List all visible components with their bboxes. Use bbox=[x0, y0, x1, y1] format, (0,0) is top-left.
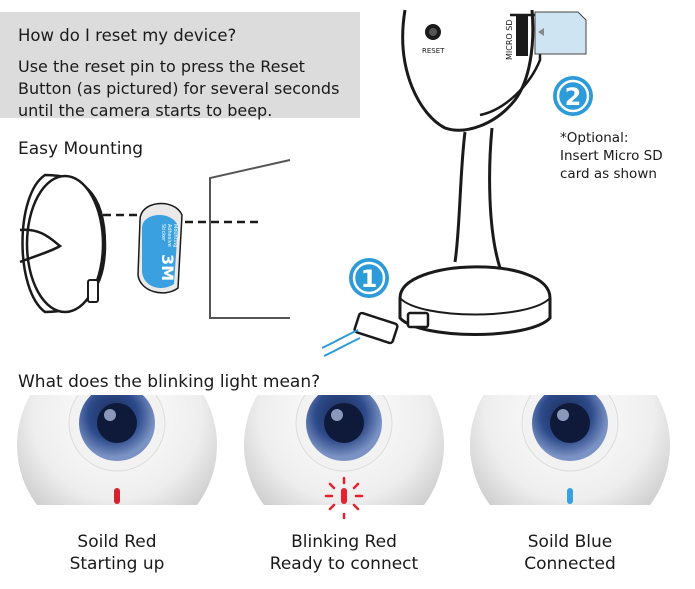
status-caption-blinking-red: Blinking Red Ready to connect bbox=[244, 531, 444, 575]
sd-slot-icon bbox=[516, 14, 528, 56]
reset-answer-line: Use the reset pin to press the Reset bbox=[18, 57, 305, 76]
sticker-3m-text: 3M bbox=[158, 254, 177, 281]
status-title: Soild Blue bbox=[527, 532, 613, 552]
camera-illustration: RESET MICRO SD 1 bbox=[321, 9, 593, 357]
reset-question: How do I reset my device? bbox=[18, 26, 237, 45]
easy-mounting-heading: Easy Mounting bbox=[18, 139, 144, 159]
usb-port-icon bbox=[406, 311, 430, 329]
optional-note-line: card as shown bbox=[560, 166, 657, 182]
led-solid-blue-icon bbox=[567, 488, 573, 504]
status-caption-solid-red: Soild Red Starting up bbox=[17, 531, 217, 575]
sticker-text: Sticker bbox=[160, 224, 166, 242]
reset-answer: Use the reset pin to press the Reset But… bbox=[18, 56, 358, 122]
adhesive-sticker-icon: Mounting Adhesive Sticker 3M bbox=[137, 202, 183, 294]
micro-usb-cable-icon bbox=[321, 311, 399, 357]
step-1-badge: 1 bbox=[349, 258, 389, 298]
led-blinking-red-icon bbox=[341, 488, 347, 504]
reset-answer-line: Button (as pictured) for several seconds bbox=[18, 79, 340, 98]
status-subtitle: Starting up bbox=[69, 554, 165, 574]
camera-blinking-red bbox=[244, 395, 444, 505]
mounting-illustration: Mounting Adhesive Sticker 3M bbox=[19, 159, 291, 319]
sticker-text: Adhesive bbox=[166, 224, 172, 247]
camera-solid-red bbox=[17, 395, 217, 505]
status-caption-solid-blue: Soild Blue Connected bbox=[470, 531, 670, 575]
status-subtitle: Ready to connect bbox=[269, 554, 419, 574]
indicator-cameras bbox=[17, 395, 670, 505]
status-title: Soild Red bbox=[77, 532, 157, 552]
reset-answer-line: until the camera starts to beep. bbox=[18, 101, 273, 120]
sticker-text: Mounting bbox=[172, 224, 178, 247]
led-solid-red-icon bbox=[114, 488, 120, 504]
blink-rays-icon bbox=[324, 476, 364, 520]
blinking-light-heading: What does the blinking light mean? bbox=[18, 372, 321, 392]
status-subtitle: Connected bbox=[524, 554, 616, 574]
optional-note-line: Insert Micro SD bbox=[560, 148, 663, 164]
optional-note-line: *Optional: bbox=[560, 130, 629, 146]
optional-sd-note: *Optional: Insert Micro SD card as shown bbox=[560, 129, 663, 183]
step-2-badge: 2 bbox=[553, 76, 593, 116]
status-title: Blinking Red bbox=[291, 532, 397, 552]
reset-info-panel: How do I reset my device? Use the reset … bbox=[0, 12, 360, 120]
wall-icon bbox=[209, 159, 291, 319]
camera-solid-blue bbox=[470, 395, 670, 505]
step-2-number: 2 bbox=[565, 83, 582, 111]
step-1-number: 1 bbox=[361, 265, 378, 293]
reset-label: RESET bbox=[422, 47, 445, 55]
micro-sd-card-icon bbox=[534, 11, 587, 55]
sd-slot-label: MICRO SD bbox=[505, 20, 514, 60]
